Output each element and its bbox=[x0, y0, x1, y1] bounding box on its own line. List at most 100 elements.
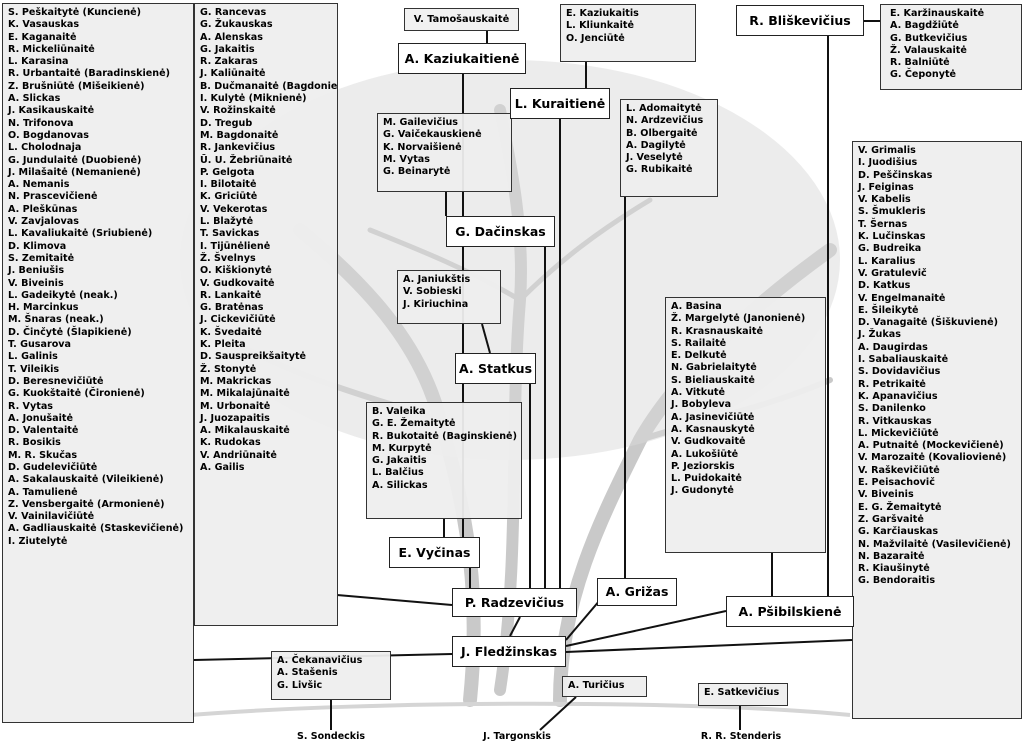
student-name: K. Vasauskas bbox=[8, 19, 80, 31]
root-sondeckis: S. Sondeckis bbox=[297, 731, 365, 742]
student-name: I. Sabaliauskaitė bbox=[858, 354, 949, 366]
student-name: O. Bogdanovas bbox=[8, 129, 89, 141]
student-name: E. Karžinauskaitė bbox=[890, 8, 985, 19]
student-name: J. Kiriuchina bbox=[403, 298, 469, 310]
student-name: L. Puidokaitė bbox=[671, 473, 742, 485]
student-name: R. Bukotaitė (Baginskienė) bbox=[372, 430, 517, 442]
student-name: Z. Brušniūtė (Mišeikienė) bbox=[8, 80, 145, 92]
student-name: G. Budreika bbox=[858, 243, 922, 255]
student-name: D. Gudelevičiūtė bbox=[8, 461, 98, 473]
student-name: M. Mikalajūnaitė bbox=[200, 388, 290, 400]
student-name: Z. Vensbergaitė (Armonienė) bbox=[8, 498, 165, 510]
student-name: R. Kiaušinytė bbox=[858, 563, 930, 575]
student-name: M. Makrickas bbox=[200, 375, 272, 387]
student-name: K. Lučinskas bbox=[858, 231, 926, 243]
student-name: A. Basina bbox=[671, 301, 722, 312]
student-list-satkevicius: E. Satkevičius bbox=[698, 683, 788, 706]
student-name: S. Peškaitytė (Kuncienė) bbox=[8, 7, 142, 18]
student-name: G. Čeponytė bbox=[890, 69, 957, 81]
student-name: A. Sakalauskaitė (Vileikienė) bbox=[8, 474, 164, 486]
root-stenderis: R. R. Stenderis bbox=[700, 731, 782, 742]
student-name: R. Vytas bbox=[8, 400, 53, 412]
student-name: V. Biveinis bbox=[8, 277, 64, 289]
student-name: L. Galinis bbox=[8, 351, 58, 363]
student-name: G. Karčiauskas bbox=[858, 526, 939, 538]
student-name: J. Juozapaitis bbox=[200, 412, 270, 424]
student-name: D. Katkus bbox=[858, 280, 911, 292]
student-name: M. Gailevičius bbox=[383, 117, 459, 128]
student-name: D. Peščinskas bbox=[858, 169, 933, 181]
student-name: L. Gadeikytė (neak.) bbox=[8, 289, 118, 301]
student-name: D. Sauspreikšaitytė bbox=[200, 351, 307, 363]
student-name: N. Gabrielaitytė bbox=[671, 362, 757, 374]
student-name: K. Pleita bbox=[200, 339, 246, 351]
student-name: N. Trifonova bbox=[8, 117, 74, 129]
student-list: A. Turičius bbox=[568, 680, 641, 692]
student-name: S. Zemitaitė bbox=[8, 252, 75, 264]
student-name: Ž. Švelnys bbox=[200, 252, 256, 264]
root-targonskis: J. Targonskis bbox=[483, 731, 551, 742]
student-name: D. Vanagaitė (Šiškuvienė) bbox=[858, 317, 998, 329]
mentor-psibilskiene: A. Pšibilskienė bbox=[726, 596, 854, 627]
student-name: R. Zakaras bbox=[200, 56, 258, 68]
student-name: J. Veselytė bbox=[626, 152, 683, 164]
student-name: T. Vileikis bbox=[8, 363, 60, 375]
student-name: J. Kaliūnaitė bbox=[200, 68, 266, 80]
student-name: I. Juodišius bbox=[858, 157, 918, 169]
student-name: R. Jankevičius bbox=[200, 142, 276, 154]
student-name: J. Feiginas bbox=[858, 181, 914, 193]
mentor-name: E. Vyčinas bbox=[398, 545, 471, 560]
student-name: A. Slickas bbox=[8, 93, 61, 105]
student-name: A. Bagdžiūtė bbox=[890, 20, 959, 32]
student-name: G. Jakaitis bbox=[200, 43, 255, 55]
student-name: S. Dovidavičius bbox=[858, 366, 941, 378]
student-name: S. Railaitė bbox=[671, 337, 727, 349]
student-name: V. Sobieski bbox=[403, 286, 462, 298]
student-name: G. Žukauskas bbox=[200, 19, 273, 31]
student-name: N. Ardzevičius bbox=[626, 115, 704, 127]
student-name: B. Olbergaitė bbox=[626, 127, 698, 139]
student-name: G. Bratėnas bbox=[200, 302, 264, 314]
student-name: I. Ziutelytė bbox=[8, 535, 68, 547]
student-name: D. Valentaitė bbox=[8, 425, 79, 437]
mentor-kuraitiene: L. Kuraitienė bbox=[510, 88, 610, 119]
student-name: M. Kurpytė bbox=[372, 442, 432, 454]
mentor-grizas: A. Grižas bbox=[597, 578, 677, 606]
student-name: E. Kaziukaitis bbox=[566, 8, 639, 19]
mentor-name: A. Kaziukaitienė bbox=[404, 51, 520, 66]
student-name: M. R. Skučas bbox=[8, 449, 78, 461]
mentor-name: R. Bliškevičius bbox=[749, 13, 851, 28]
student-name: V. Raškevičiūtė bbox=[858, 464, 940, 476]
student-name: R. Mickeliūnaitė bbox=[8, 43, 95, 55]
student-name: G. Bendoraitis bbox=[858, 575, 936, 587]
student-name: R. Lankaitė bbox=[200, 289, 262, 301]
student-name: R. Balniūtė bbox=[890, 57, 950, 69]
student-name: M. Šnaras (neak.) bbox=[8, 314, 104, 326]
student-name: A. Vitkutė bbox=[671, 387, 726, 399]
student-name: L. Blažytė bbox=[200, 216, 254, 228]
student-name: O. Kiškionytė bbox=[200, 265, 272, 277]
student-name: G. Jundulaitė (Duobienė) bbox=[8, 154, 142, 166]
student-name: S. Danilenko bbox=[858, 403, 926, 415]
student-name: G. Livšic bbox=[277, 679, 323, 691]
student-name: J. Cickevičiūtė bbox=[200, 314, 276, 326]
student-name: V. Grimalis bbox=[858, 145, 916, 156]
student-name: J. Kasikauskaitė bbox=[8, 105, 95, 117]
mentor-name: L. Kuraitienė bbox=[514, 96, 606, 111]
student-name: J. Beniušis bbox=[8, 265, 65, 277]
student-name: N. Prascevičienė bbox=[8, 191, 98, 203]
mentor-statkus: A. Statkus bbox=[455, 353, 536, 384]
student-name: D. Tregub bbox=[200, 117, 253, 129]
student-name: A. Stašenis bbox=[277, 667, 338, 679]
student-name: A. Turičius bbox=[568, 680, 625, 691]
student-name: T. Gusarova bbox=[8, 339, 72, 351]
student-name: G. Jakaitis bbox=[372, 455, 427, 467]
student-name: E. Peisachovič bbox=[858, 477, 935, 489]
